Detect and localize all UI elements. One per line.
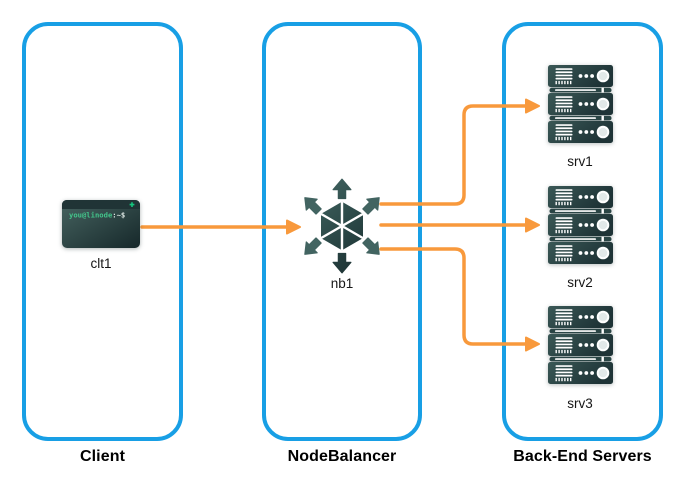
- arrow-nw: [300, 191, 325, 218]
- server-node-label: srv1: [567, 154, 593, 169]
- arrow-ne: [359, 191, 384, 218]
- nodebalancer-hexagon-icon: [300, 178, 384, 274]
- client-container: [22, 22, 183, 441]
- nodebalancer-container: [262, 22, 422, 441]
- arrow-sw: [300, 234, 325, 261]
- server-stack-icon: [548, 306, 613, 384]
- terminal-plus-icon: [129, 202, 135, 207]
- arrow-up: [332, 178, 352, 200]
- hexagon-spokes: [320, 201, 364, 251]
- server-node-label: srv3: [567, 396, 593, 411]
- backend-column-label: Back-End Servers: [513, 448, 652, 465]
- backend-servers-container: [502, 22, 663, 441]
- server-node-label: srv2: [567, 275, 593, 290]
- nodebalancer-node-label: nb1: [330, 276, 354, 291]
- terminal-prompt-user: you@linode: [69, 211, 113, 220]
- server-stack-icon: [548, 65, 613, 143]
- terminal-prompt-suffix: :~$: [112, 211, 125, 220]
- arrow-se: [359, 234, 384, 261]
- arrow-down: [332, 252, 352, 274]
- nodebalancer-column-label: NodeBalancer: [287, 448, 397, 465]
- server-stack-icon: [548, 186, 613, 264]
- terminal-prompt: you@linode:~$: [69, 211, 125, 220]
- terminal-icon: you@linode:~$: [62, 200, 140, 248]
- client-node-label: clt1: [90, 256, 112, 271]
- client-column-label: Client: [79, 448, 126, 465]
- nodebalancer-outer-arrows: [300, 178, 384, 274]
